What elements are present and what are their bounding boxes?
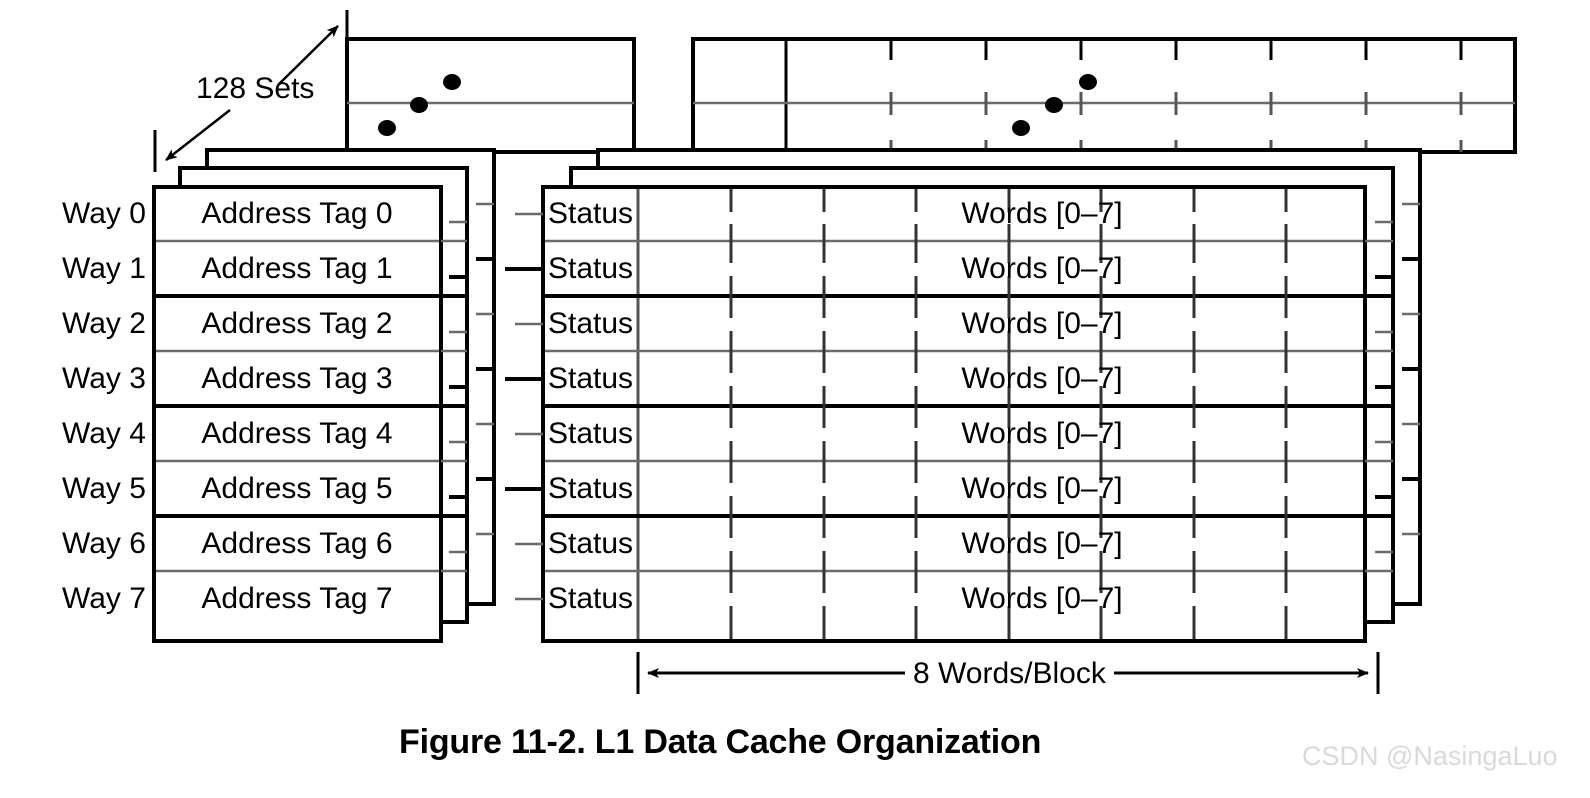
status-cell-2: Status bbox=[548, 307, 634, 340]
word-ticks-rear-top bbox=[889, 41, 1463, 60]
words-cell-7: Words [0–7] bbox=[961, 582, 1123, 615]
words-cell-1: Words [0–7] bbox=[961, 252, 1123, 285]
sets-depth-arrow bbox=[153, 10, 349, 172]
status-cell-1: Status bbox=[548, 252, 634, 285]
word-tick-marks bbox=[729, 189, 1288, 639]
words-cell-4: Words [0–7] bbox=[961, 417, 1123, 450]
status-cell-6: Status bbox=[548, 527, 634, 560]
tag-to-layer2-connectors bbox=[441, 239, 467, 573]
sets-arrow-upper bbox=[277, 25, 339, 86]
way-label-6: Way 6 bbox=[62, 527, 146, 560]
way-label-5: Way 5 bbox=[62, 472, 146, 505]
way-label-7: Way 7 bbox=[62, 582, 146, 615]
way-label-2: Way 2 bbox=[62, 307, 146, 340]
way-label-1: Way 1 bbox=[62, 252, 146, 285]
rear-plane-data-array bbox=[691, 37, 1517, 154]
address-tag-cell-2: Address Tag 2 bbox=[201, 307, 393, 340]
tag-row-separators bbox=[156, 239, 439, 573]
address-tag-cell-3: Address Tag 3 bbox=[201, 362, 393, 395]
ellipsis-dots-tag bbox=[378, 74, 461, 136]
data-to-layer2-connectors bbox=[1365, 239, 1393, 573]
sets-arrow-lower bbox=[165, 109, 231, 161]
tag-array-front bbox=[152, 185, 467, 643]
words-cell-5: Words [0–7] bbox=[961, 472, 1123, 505]
status-cell-5: Status bbox=[548, 472, 634, 505]
status-cell-3: Status bbox=[548, 362, 634, 395]
words-cell-6: Words [0–7] bbox=[961, 527, 1123, 560]
words-cell-3: Words [0–7] bbox=[961, 362, 1123, 395]
way-label-4: Way 4 bbox=[62, 417, 146, 450]
address-tag-cell-0: Address Tag 0 bbox=[201, 197, 393, 230]
address-tag-cell-7: Address Tag 7 bbox=[201, 582, 393, 615]
word-ticks-rear-mid bbox=[889, 92, 1463, 115]
figure-caption: Figure 11-2. L1 Data Cache Organization bbox=[399, 723, 1042, 761]
data-row-separators bbox=[545, 239, 1363, 573]
status-cell-4: Status bbox=[548, 417, 634, 450]
address-tag-cell-4: Address Tag 4 bbox=[201, 417, 393, 450]
words-cell-2: Words [0–7] bbox=[961, 307, 1123, 340]
rear-plane-tag-array bbox=[345, 37, 636, 154]
status-cell-0: Status bbox=[548, 197, 634, 230]
status-cell-7: Status bbox=[548, 582, 634, 615]
ellipsis-dots-data bbox=[1012, 74, 1097, 136]
words-per-block-label: 8 Words/Block bbox=[905, 659, 1114, 689]
way-label-0: Way 0 bbox=[62, 197, 146, 230]
address-tag-cell-6: Address Tag 6 bbox=[201, 527, 393, 560]
address-tag-cell-5: Address Tag 5 bbox=[201, 472, 393, 505]
data-array-front bbox=[541, 185, 1393, 643]
way-label-3: Way 3 bbox=[62, 362, 146, 395]
address-tag-cell-1: Address Tag 1 bbox=[201, 252, 393, 285]
sets-annotation-label: 128 Sets bbox=[196, 72, 315, 105]
csdn-watermark: CSDN @NasingaLuo bbox=[1302, 741, 1558, 771]
words-cell-0: Words [0–7] bbox=[961, 197, 1123, 230]
tag-to-data-link-stubs bbox=[505, 212, 543, 601]
